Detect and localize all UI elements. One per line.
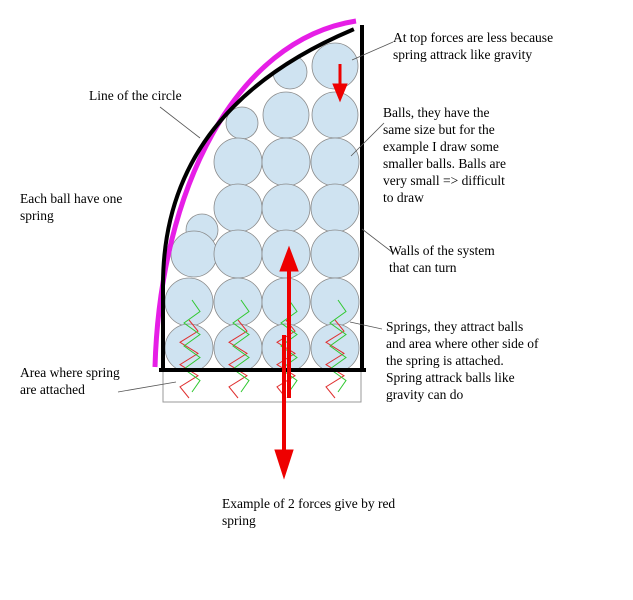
note-two-forces: Example of 2 forces give by red spring: [222, 495, 395, 529]
note-balls: Balls, they have the same size but for t…: [383, 104, 506, 206]
note-line: spring attrack like gravity: [393, 47, 533, 62]
note-line: spring: [222, 513, 256, 528]
note-line: that can turn: [389, 260, 457, 275]
note-attach-area: Area where spring are attached: [20, 364, 120, 398]
spring: [183, 299, 201, 393]
note-line: Spring attrack balls like: [386, 370, 515, 385]
ball: [310, 183, 360, 233]
top-force-arrow: [332, 64, 348, 103]
note-line: example I draw some: [383, 139, 499, 154]
ball: [213, 137, 263, 187]
balls-group: [164, 42, 360, 370]
annotation-pointers: [117, 41, 394, 393]
note-line: spring: [20, 208, 54, 223]
note-line: same size but for the: [383, 122, 495, 137]
note-one-spring: Each ball have one spring: [20, 190, 122, 224]
ball: [261, 137, 311, 187]
spring: [280, 299, 298, 393]
note-line: Balls, they have the: [383, 105, 490, 120]
note-line: the spring is attached.: [386, 353, 504, 368]
note-line: are attached: [20, 382, 85, 397]
spring: [232, 299, 250, 393]
ball: [311, 91, 359, 139]
spring: [228, 319, 248, 399]
note-line: Springs, they attract balls: [386, 319, 524, 334]
note-line: smaller balls. Balls are: [383, 156, 506, 171]
note-walls: Walls of the system that can turn: [389, 242, 495, 276]
note-line: to draw: [383, 190, 424, 205]
ball: [261, 183, 311, 233]
ball: [311, 42, 359, 90]
ball: [262, 91, 310, 139]
note-circle-line: Line of the circle: [89, 87, 182, 104]
note-line: gravity can do: [386, 387, 464, 402]
note-line: and area where other side of: [386, 336, 539, 351]
ball: [170, 230, 218, 278]
note-line: Area where spring: [20, 365, 120, 380]
note-line: very small => difficult: [383, 173, 505, 188]
note-line: Line of the circle: [89, 88, 182, 103]
note-line: Walls of the system: [389, 243, 495, 258]
spring-force-arrows: [274, 245, 299, 480]
note-line: Example of 2 forces give by red: [222, 496, 396, 511]
spring: [329, 299, 347, 393]
note-line: Each ball have one: [20, 191, 123, 206]
ball: [213, 229, 263, 279]
ball: [213, 183, 263, 233]
spring: [179, 319, 199, 399]
note-line: At top forces are less because: [393, 30, 554, 45]
ball: [310, 229, 360, 279]
system-walls: [159, 25, 366, 372]
note-springs: Springs, they attract balls and area whe…: [386, 318, 539, 403]
spring: [325, 319, 345, 399]
note-top-forces: At top forces are less because spring at…: [393, 29, 553, 63]
springs-group: [179, 299, 347, 399]
ball: [310, 137, 360, 187]
